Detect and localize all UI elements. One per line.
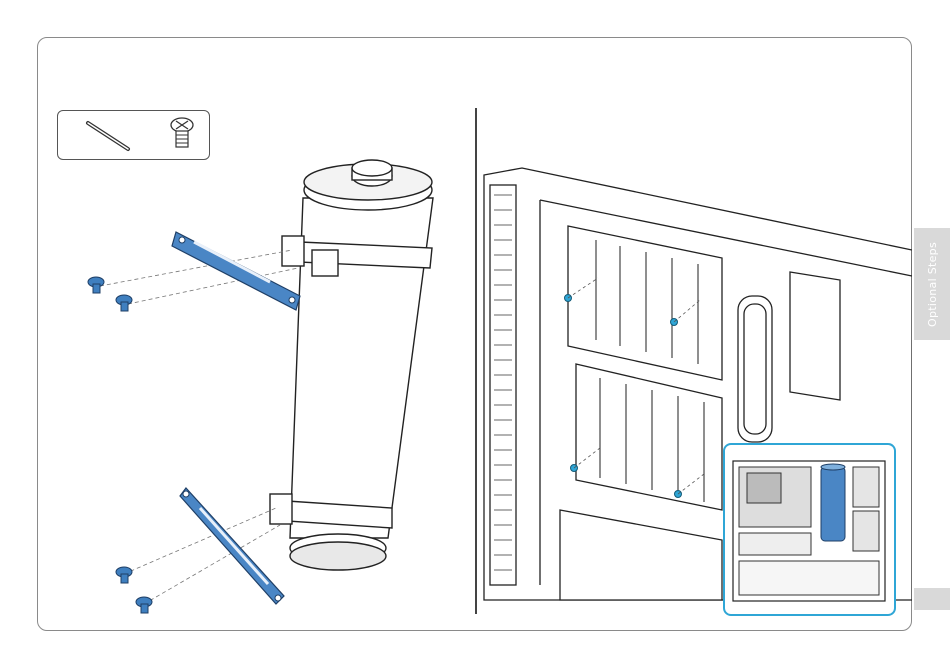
- inset-illustration: [725, 445, 894, 614]
- side-tab-blank[interactable]: [914, 588, 950, 610]
- installed-reservoir-inset: [723, 443, 896, 616]
- optional-steps-label: Optional Steps: [926, 242, 939, 327]
- optional-steps-tab[interactable]: Optional Steps: [914, 228, 950, 340]
